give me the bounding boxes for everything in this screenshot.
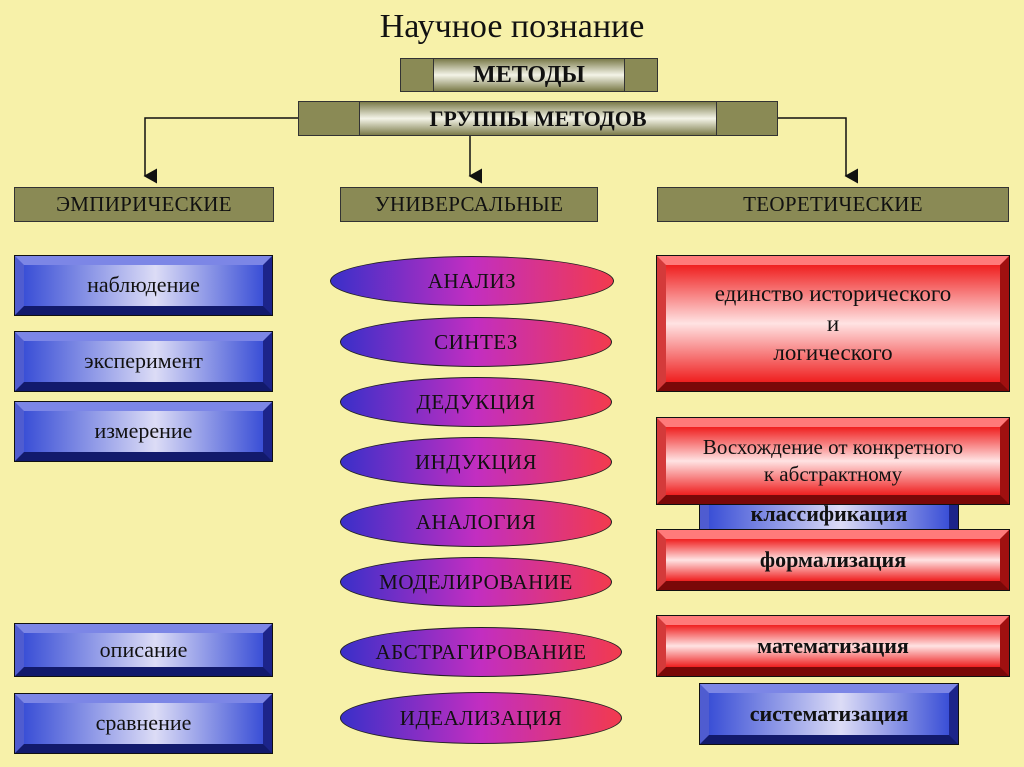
theoretical-item-formalization: формализация — [656, 529, 1010, 591]
universal-item-analogy: АНАЛОГИЯ — [340, 497, 612, 547]
group-empirical: ЭМПИРИЧЕСКИЕ — [14, 187, 274, 222]
methods-header: МЕТОДЫ — [400, 58, 658, 92]
ascent-line-1: Восхождение от конкретного — [702, 434, 964, 459]
theoretical-item-unity: единство исторического и логического — [656, 255, 1010, 392]
empirical-item-measurement: измерение — [14, 401, 273, 462]
empirical-item-observation: наблюдение — [14, 255, 273, 316]
groups-header: ГРУППЫ МЕТОДОВ — [298, 101, 778, 136]
group-theoretical: ТЕОРЕТИЧЕСКИЕ — [657, 187, 1009, 222]
universal-item-induction: ИНДУКЦИЯ — [340, 437, 612, 487]
unity-line-2: и — [826, 310, 840, 336]
page-title: Научное познание — [379, 8, 645, 45]
theoretical-item-mathematization: математизация — [656, 615, 1010, 677]
ascent-line-2: к абстрактному — [763, 462, 903, 486]
methods-label: МЕТОДЫ — [434, 59, 624, 91]
theoretical-item-systematization: систематизация — [699, 683, 959, 745]
universal-item-synthesis: СИНТЕЗ — [340, 317, 612, 367]
universal-item-analysis: АНАЛИЗ — [330, 256, 614, 306]
group-universal: УНИВЕРСАЛЬНЫЕ — [340, 187, 598, 222]
connector-right — [778, 117, 858, 184]
universal-item-abstraction: АБСТРАГИРОВАНИЕ — [340, 627, 622, 677]
universal-item-idealization: ИДЕАЛИЗАЦИЯ — [340, 692, 622, 744]
empirical-item-comparison: сравнение — [14, 693, 273, 754]
unity-line-1: единство исторического — [714, 280, 952, 306]
empirical-item-experiment: эксперимент — [14, 331, 273, 392]
groups-label: ГРУППЫ МЕТОДОВ — [360, 102, 716, 135]
universal-item-deduction: ДЕДУКЦИЯ — [340, 377, 612, 427]
empirical-item-description: описание — [14, 623, 273, 677]
connector-left — [143, 117, 298, 184]
unity-line-3: логического — [773, 340, 893, 366]
universal-item-modeling: МОДЕЛИРОВАНИЕ — [340, 557, 612, 607]
theoretical-item-ascent: Восхождение от конкретного к абстрактном… — [656, 417, 1010, 505]
